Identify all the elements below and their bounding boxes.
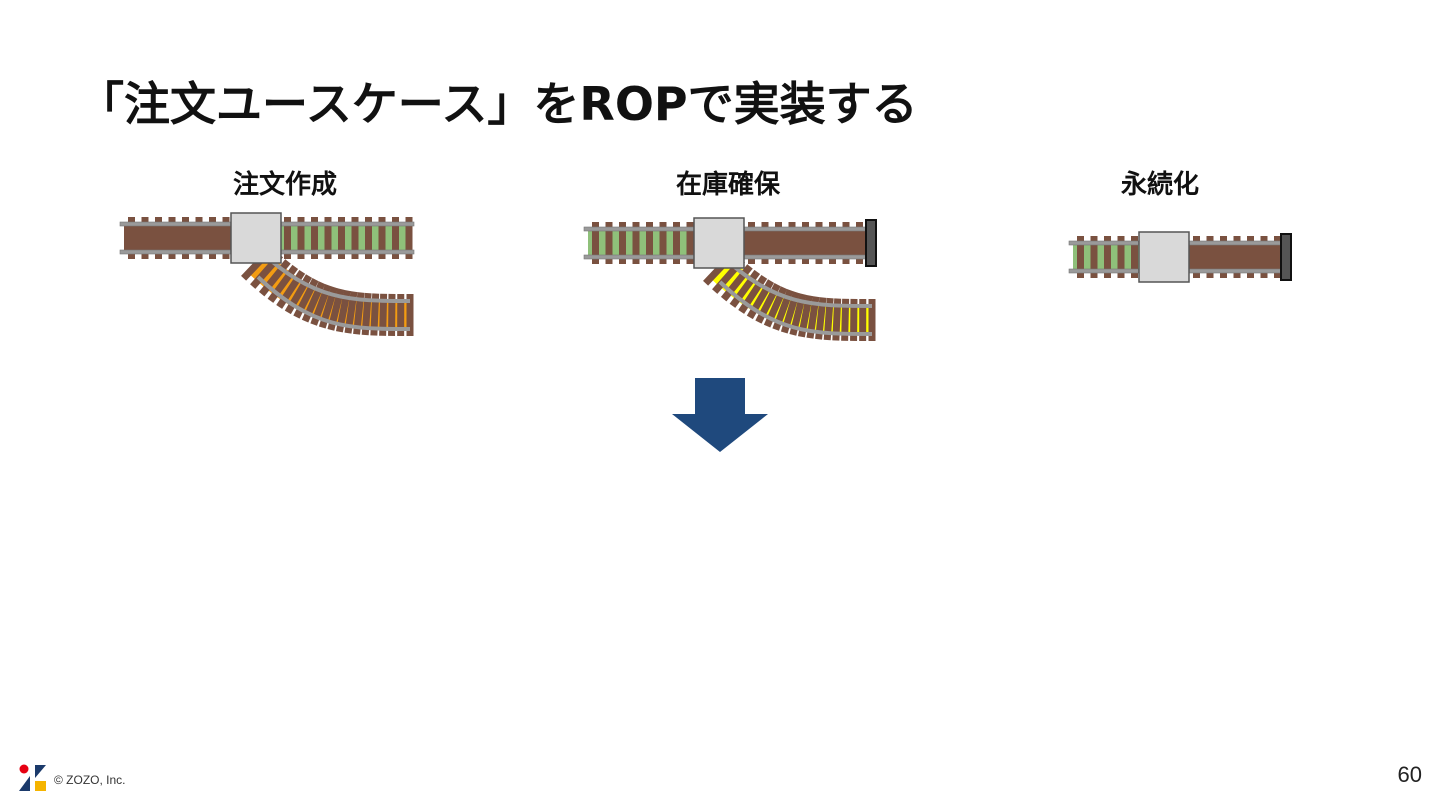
success-track-right bbox=[739, 222, 871, 264]
failure-branch-track bbox=[241, 245, 414, 337]
track-label-persist: 永続化 bbox=[1120, 170, 1200, 200]
success-track-right bbox=[1184, 236, 1286, 278]
junction-box bbox=[1138, 231, 1190, 283]
main-track-left bbox=[1068, 236, 1145, 278]
page-number: 60 bbox=[1397, 762, 1422, 787]
down-arrow-icon bbox=[672, 378, 768, 452]
track-label-stock-reserve: 在庫確保 bbox=[675, 170, 781, 200]
junction-box bbox=[693, 217, 745, 269]
failure-branch-track bbox=[703, 250, 876, 342]
track-order-create bbox=[119, 212, 415, 337]
junction-box bbox=[230, 212, 282, 264]
track-stock-reserve bbox=[583, 217, 877, 342]
buffer-stop bbox=[865, 219, 877, 267]
slide-title: 「注文ユースケース」をROPで実装する bbox=[78, 77, 918, 131]
track-label-order-create: 注文作成 bbox=[232, 170, 338, 200]
buffer-stop bbox=[1280, 233, 1292, 281]
main-track-left bbox=[583, 222, 700, 264]
track-persist bbox=[1068, 231, 1292, 283]
zozo-logo-icon bbox=[19, 764, 46, 791]
main-track-left bbox=[119, 217, 237, 259]
success-track-right bbox=[275, 217, 415, 259]
copyright-text: © ZOZO, Inc. bbox=[54, 773, 126, 787]
